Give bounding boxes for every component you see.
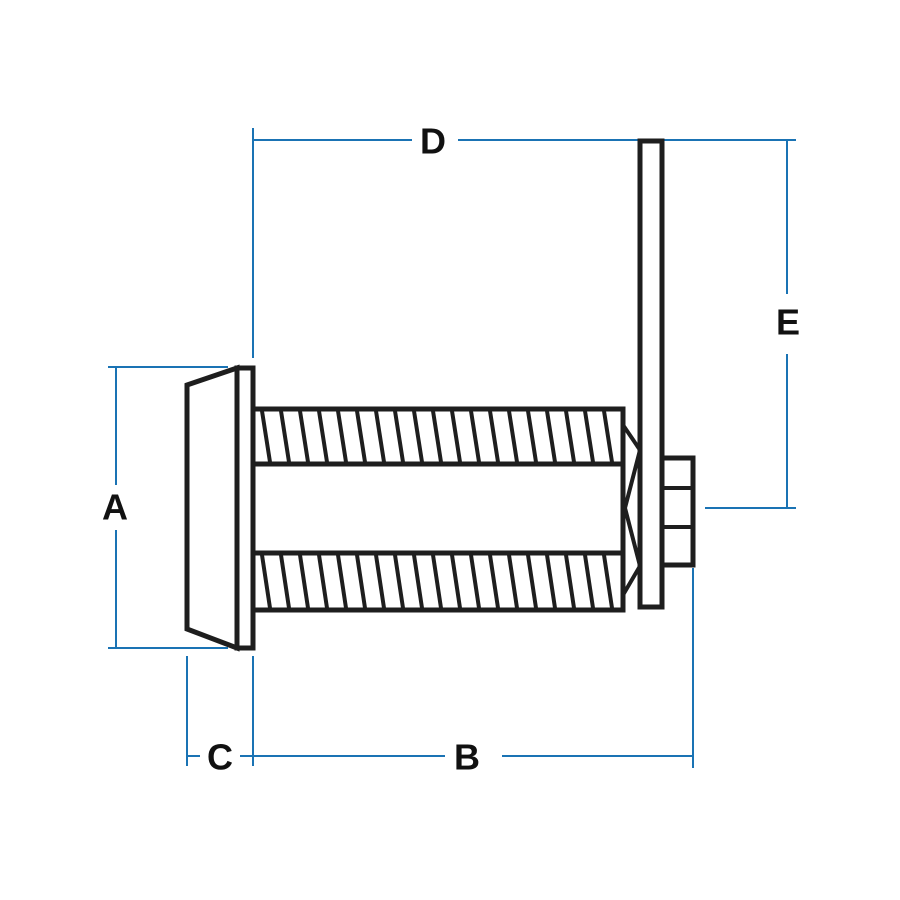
lock-head-face	[184, 364, 240, 652]
thread-line	[412, 554, 424, 609]
retaining-nut	[659, 455, 696, 568]
thread-line	[564, 554, 576, 609]
thread-line	[526, 410, 538, 463]
dimension-label-b: B	[454, 737, 480, 778]
thread-line	[583, 554, 595, 609]
barrel-end-chamfer	[621, 423, 643, 597]
thread-line	[393, 554, 405, 609]
thread-line	[564, 410, 576, 463]
thread-line	[317, 554, 329, 609]
barrel-core	[250, 461, 626, 556]
thread-line	[279, 410, 291, 463]
thread-line	[298, 554, 310, 609]
thread-lines-bottom	[260, 554, 614, 609]
thread-line	[602, 554, 614, 609]
thread-line	[488, 554, 500, 609]
thread-line	[412, 410, 424, 463]
dimension-label-a: A	[102, 487, 128, 528]
thread-line	[374, 554, 386, 609]
thread-line	[317, 410, 329, 463]
cam-lock-drawing	[184, 138, 696, 652]
thread-line	[336, 410, 348, 463]
cam-plate	[637, 138, 665, 610]
thread-line	[279, 554, 291, 609]
thread-line	[260, 554, 272, 609]
thread-line	[450, 554, 462, 609]
thread-lines-top	[260, 410, 614, 463]
thread-line	[545, 554, 557, 609]
thread-line	[260, 410, 272, 463]
thread-line	[507, 554, 519, 609]
thread-line	[507, 410, 519, 463]
thread-line	[488, 410, 500, 463]
dimension-lines	[108, 128, 796, 768]
thread-line	[469, 554, 481, 609]
thread-line	[355, 410, 367, 463]
thread-line	[374, 410, 386, 463]
dimension-label-c: C	[207, 737, 233, 778]
thread-line	[298, 410, 310, 463]
thread-line	[545, 410, 557, 463]
thread-line	[469, 410, 481, 463]
dimension-label-d: D	[420, 121, 446, 162]
thread-line	[583, 410, 595, 463]
thread-line	[355, 554, 367, 609]
thread-line	[450, 410, 462, 463]
dimension-label-e: E	[776, 302, 800, 343]
thread-line	[526, 554, 538, 609]
thread-line	[602, 410, 614, 463]
thread-line	[431, 554, 443, 609]
thread-line	[393, 410, 405, 463]
thread-line	[431, 410, 443, 463]
thread-line	[336, 554, 348, 609]
